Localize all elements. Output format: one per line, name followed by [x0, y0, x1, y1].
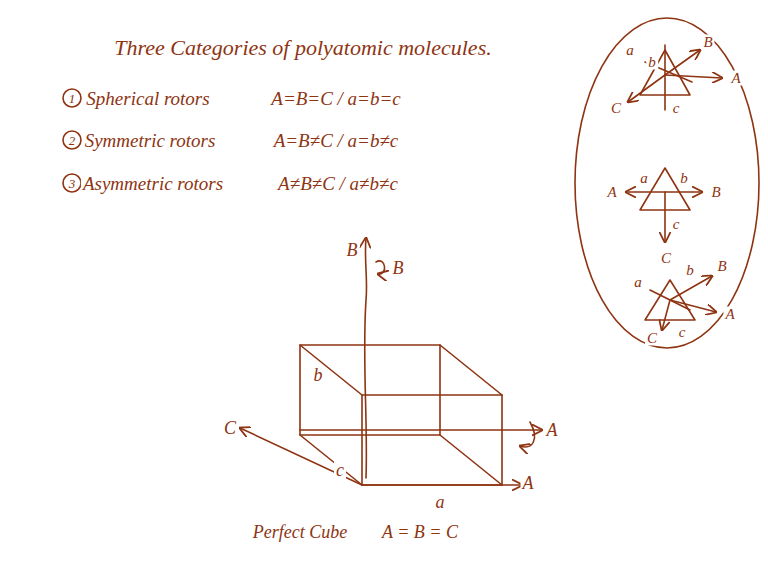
item-number: 2 [67, 134, 78, 147]
molecule-group-outline [575, 18, 759, 348]
b-axis [365, 238, 367, 478]
axis-label: A [605, 185, 618, 200]
molecule-sketch [626, 168, 702, 242]
item-number: 1 [67, 92, 78, 105]
axis-label: B [709, 185, 722, 200]
edge-label: b [312, 366, 325, 384]
item-number: 3 [67, 177, 78, 190]
slide-title: Three Categories of polyatomic molecules… [112, 37, 493, 59]
constant-relation: A=B=C / a=b=c [269, 89, 402, 108]
edge-label: a [434, 493, 447, 511]
category-name: Spherical rotors [84, 89, 211, 108]
number-circle [63, 131, 81, 149]
edge-label: c [334, 461, 346, 479]
axis-label: B [391, 259, 406, 277]
category-name: Asymmetric rotors [81, 174, 225, 193]
axis-label: C [645, 331, 659, 346]
c-axis [240, 428, 362, 485]
axis-label: A [729, 71, 742, 86]
edge-label: a [632, 275, 644, 290]
number-circle [63, 174, 81, 192]
axis-label: A [521, 474, 536, 492]
edge-label: c [671, 101, 682, 116]
rotation-arrow [376, 261, 385, 274]
category-name: Symmetric rotors [83, 131, 218, 150]
axis-label: B [715, 259, 728, 274]
a-axis [362, 484, 522, 486]
axis-label: C [659, 251, 673, 266]
edge-label: b [684, 263, 696, 278]
cube [300, 345, 502, 485]
caption-text: Perfect Cube [251, 523, 349, 541]
axis-label: A [723, 307, 736, 322]
edge-label: c [677, 325, 688, 340]
edge-label: b [678, 171, 690, 186]
rotation-arrow [520, 422, 535, 447]
constant-relation: A=B≠C / a=b≠c [272, 131, 401, 150]
number-circle [63, 89, 81, 107]
edge-label: c [671, 217, 682, 232]
axis-label: C [609, 101, 623, 116]
edge-label: b [646, 55, 658, 70]
axis-label: A [545, 421, 560, 439]
constant-relation: A = B = C [380, 523, 460, 541]
molecule-sketch [645, 276, 716, 330]
axis-label: B [345, 241, 360, 259]
edge-label: a [624, 43, 636, 58]
a-axis [300, 429, 542, 431]
axis-label: B [701, 35, 714, 50]
edge-label: a [638, 171, 650, 186]
axis-label: C [222, 419, 238, 437]
constant-relation: A≠B≠C / a≠b≠c [276, 174, 400, 193]
